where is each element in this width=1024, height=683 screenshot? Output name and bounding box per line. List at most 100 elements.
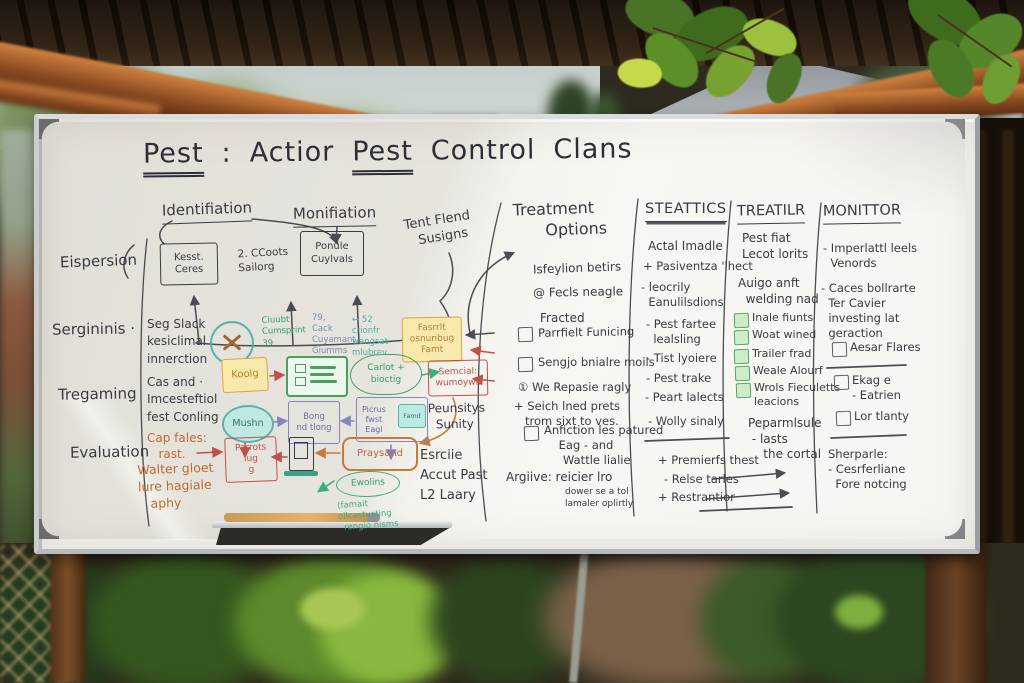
title-word-actior: Actior <box>249 136 335 169</box>
statistics-item: + Pasiventza 'lhect <box>643 259 753 273</box>
treatilr-check: Weale Alourf <box>753 364 823 377</box>
note-cack: 79, Cack Cuyamant Giumms <box>312 313 356 357</box>
flow-box-ponule: Ponule Cuylvals <box>300 231 364 276</box>
note-crionfr: ← 52 crionfr wangsat mlubrev <box>352 315 388 359</box>
flow-box-picrus: Picrus fwst Eagl <box>356 397 428 442</box>
green-checkbox-icon <box>733 312 750 329</box>
title-word-control: Control <box>430 134 536 167</box>
flow-box-fasrrlt: Fasrrlt osnunbug Famt <box>401 316 463 363</box>
board-title: Pest : Actior Pest Control Clans <box>142 131 633 178</box>
treatment-item: Parrfielt Funicing <box>537 324 635 340</box>
treatilr-check: Trailer frad <box>752 347 812 360</box>
flow-box-parrots: Parrots lug g <box>224 436 278 483</box>
treatment-item: Sengjo bnialre moils <box>538 355 655 369</box>
flow-box-famd: Famd <box>398 404 426 428</box>
monitor-item: - Caces bollrarte Ter Cavier investing l… <box>821 281 916 340</box>
note-famait: (famait ollcastusting rengio nisms <box>336 498 399 534</box>
empty-checkbox-icon <box>517 326 534 343</box>
flow-ellipse-mushn: Mushn <box>222 405 274 443</box>
statistics-item: - Tist lyoiere <box>646 351 717 365</box>
bright-leaves <box>300 588 365 630</box>
marker-tray <box>212 521 452 528</box>
empty-checkbox-icon <box>517 356 534 373</box>
treatment-item: @ Fecls neagle <box>532 284 624 300</box>
green-checkbox-icon <box>733 348 750 365</box>
wood-post <box>925 545 987 683</box>
row-label-sergininis: Sergininis · <box>51 319 136 339</box>
monitor-check: Aesar Flares <box>850 340 921 354</box>
note-seg-slack: Seg Slack kesiclimal innerction <box>147 317 208 366</box>
empty-checkbox-icon <box>833 374 850 391</box>
green-checkbox-icon <box>734 365 751 382</box>
treatment-item: Isfeylion betirs <box>532 259 622 277</box>
note-ciuubt: Ciuubt Cumsprint 39 <box>261 314 307 349</box>
monitor-check: Ekag e - Eatrien <box>852 373 901 402</box>
statistics-item: - Relse tarles <box>664 472 739 486</box>
monitor-footer: Sherparle: - Cesrferliane Fore notcing <box>828 447 907 491</box>
note-peunsitys: Peunsitys Sunity <box>427 400 486 432</box>
blurred-left-background <box>0 130 38 560</box>
header-treatilr: TREATILR <box>736 201 806 225</box>
corner-bracket <box>39 519 59 539</box>
green-checkbox-icon <box>733 329 750 346</box>
statistics-item: Actal Imadle <box>648 239 723 253</box>
corner-bracket <box>39 119 59 139</box>
bright-leaves <box>835 595 883 629</box>
title-word-pest: Pest <box>142 135 204 178</box>
treatilr-check: Woat wined <box>752 328 817 341</box>
row-label-eispersion: Eispersion <box>59 250 138 272</box>
treatilr-intro: Pest fiat Lecot lorits <box>742 231 809 261</box>
marker-tray-shadow <box>216 528 450 545</box>
flow-box-praysand: Praysand <box>342 437 418 471</box>
note-walter: Walter gloet lure hagiale aphy <box>137 459 214 512</box>
monitor-check: Lor tlanty <box>854 409 909 423</box>
green-checkbox-icon <box>735 382 752 399</box>
empty-checkbox-icon <box>523 425 540 442</box>
corner-bracket <box>945 519 965 539</box>
treatilr-intro2: Auigo anft welding nad <box>738 276 819 306</box>
statistics-item: - leocrily Eanulilsdions <box>641 280 724 309</box>
treatment-item: Fracted <box>540 311 585 325</box>
marker-pen <box>224 513 380 522</box>
header-monification: Monifiation <box>292 203 377 228</box>
statistics-item: + Premierfs thest <box>658 453 759 467</box>
treatment-item: + Seich lned prets trom sixt to ves. <box>514 399 620 428</box>
wood-slat <box>1002 130 1014 570</box>
treatilr-check: Wrols Fieculetts leacions <box>754 381 841 409</box>
statistics-item: - Pest fartee lealsling <box>646 317 717 346</box>
flow-box-bong: Bong nd tlong <box>288 401 340 444</box>
header-identification: Identifiation <box>161 198 253 225</box>
statistics-item: - Peart lalects <box>645 390 724 404</box>
header-statistics: STEATTICS <box>645 200 727 222</box>
treatment-item: Anfiction les patured Eag - and <box>544 423 664 452</box>
row-label-evaluation: Evaluation <box>69 442 150 462</box>
treatment-item: dower se a tol lamaler oplirtly <box>565 487 634 509</box>
note-cas-and: Cas and · Imcesteftiol fest Conling <box>147 375 219 424</box>
treatment-item: Wattle lialie <box>563 453 631 467</box>
flow-box-kesst: Kesst. Ceres <box>159 242 219 286</box>
statistics-item: + Restrantior <box>658 490 735 504</box>
flow-box-koolg: Koolg <box>221 356 269 394</box>
flow-bubble-carlot: Carlot + bioctig <box>350 354 422 395</box>
note-cap-fales: Cap fales: rast. <box>147 431 207 461</box>
list-lines-doodle-icon <box>286 356 348 397</box>
treatment-item: ① We Repasie ragly <box>518 380 632 394</box>
flow-box-semcial: Semcial: wumoywll <box>427 359 489 397</box>
note-esrciie: Esrciie Accut Past L2 Laary <box>420 448 488 504</box>
monitor-item: - Imperlattl leels Venords <box>823 241 918 270</box>
flow-note-scoots: 2. CCoots Sailorg <box>237 245 289 274</box>
title-word-pest2: Pest <box>352 133 414 176</box>
title-word-clans: Clans <box>553 133 633 166</box>
statistics-item: - Pest trake <box>646 371 712 385</box>
title-colon: : <box>221 137 232 169</box>
treatilr-footer: Peparmlsule - lasts the cortal <box>748 416 822 462</box>
corner-bracket <box>945 119 965 139</box>
treatment-item: Argiive: reicier lro <box>506 470 613 484</box>
row-label-tregaming: Tregaming <box>57 384 137 404</box>
empty-checkbox-icon <box>831 341 848 358</box>
header-monitor: MONITTOR <box>822 201 902 225</box>
door-doodle-icon <box>284 437 318 476</box>
wood-post <box>50 552 86 683</box>
